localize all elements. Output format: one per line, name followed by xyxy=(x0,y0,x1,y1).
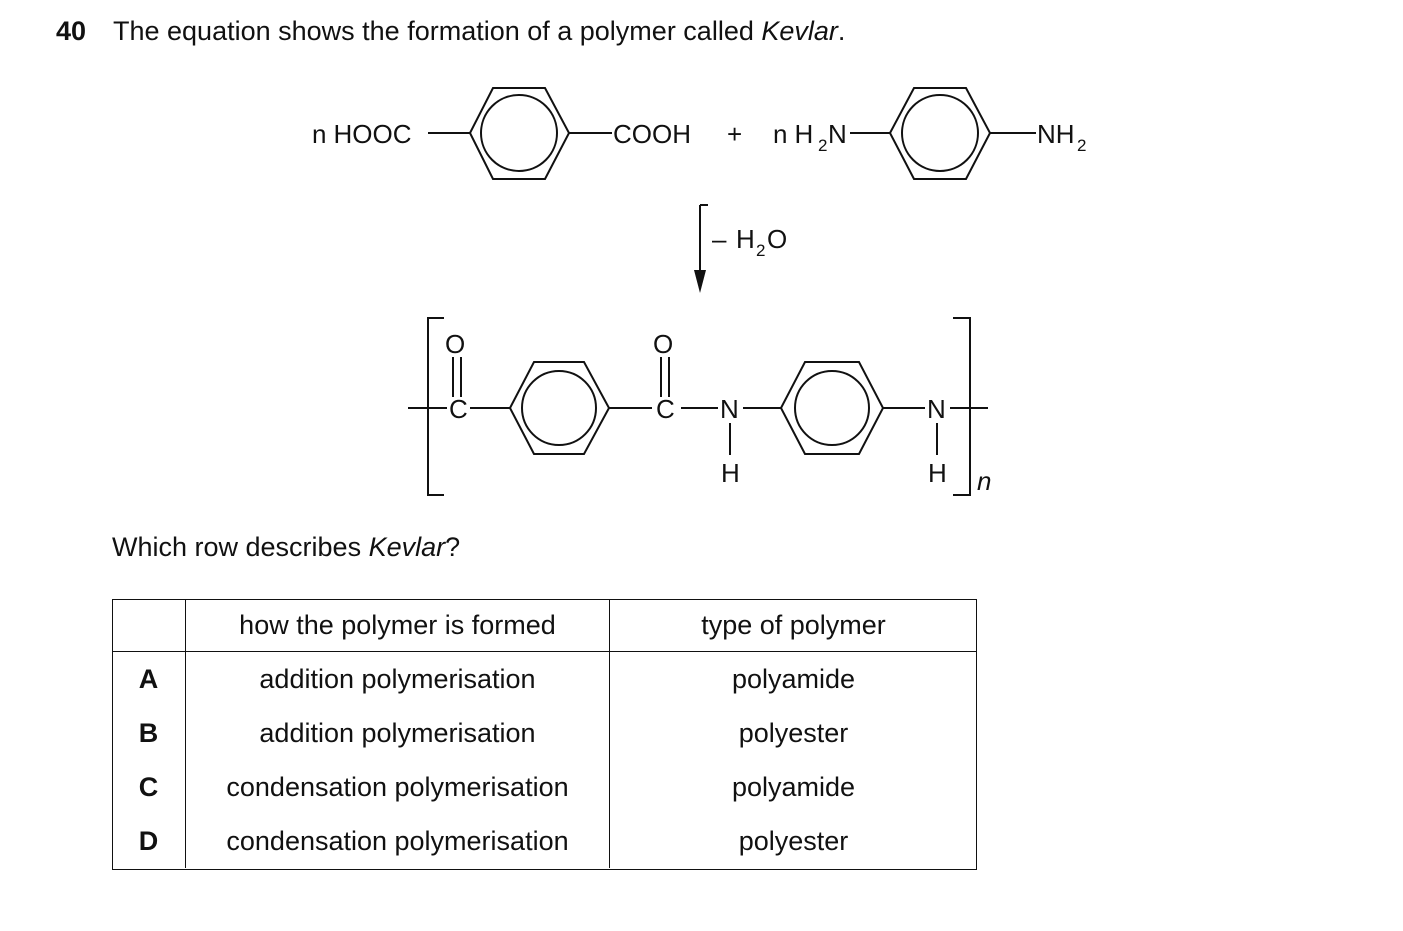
cell-how-formed: condensation polymerisation xyxy=(185,760,610,814)
cell-polymer-type: polyamide xyxy=(731,771,856,802)
cell-how-formed: condensation polymerisation xyxy=(185,814,610,868)
repeat-unit-n: n xyxy=(977,466,991,496)
label-water-o: O xyxy=(767,224,787,254)
reaction-arrow-head xyxy=(694,270,706,293)
benzene-ring-3 xyxy=(508,361,611,455)
question-prompt: Which row describes Kevlar? xyxy=(112,532,460,563)
answer-table: how the polymer is formed type of polyme… xyxy=(112,599,977,868)
aromatic-circle-2 xyxy=(901,94,979,172)
cell-polymer-type: polyester xyxy=(738,825,849,856)
cell-polymer-type: polyester xyxy=(738,717,849,748)
table-row: B addition polymerisation polyester xyxy=(112,706,977,760)
prompt-start: Which row describes xyxy=(112,532,369,562)
atom-n-2: N xyxy=(927,394,946,424)
atom-c-2: C xyxy=(656,394,675,424)
cell-polymer-type: polyamide xyxy=(731,663,856,694)
benzene-ring-4 xyxy=(779,361,885,455)
table-row: A addition polymerisation polyamide xyxy=(112,651,977,706)
option-letter-b: B xyxy=(112,706,186,760)
subscript-2-nh2: 2 xyxy=(1077,136,1086,155)
label-cooh: COOH xyxy=(613,119,691,149)
aromatic-circle-1 xyxy=(480,94,558,172)
benzene-ring-1 xyxy=(468,87,571,180)
question-text: The equation shows the formation of a po… xyxy=(113,16,845,47)
atom-h-1: H xyxy=(721,458,740,488)
polymer-name: Kevlar xyxy=(761,16,838,46)
option-letter-a: A xyxy=(112,651,186,706)
atom-o-1: O xyxy=(445,329,465,359)
label-hooc: HOOC xyxy=(333,119,411,149)
option-letter-c: C xyxy=(112,760,186,814)
label-nh: NH xyxy=(1037,119,1075,149)
prompt-polymer-name: Kevlar xyxy=(368,532,446,562)
minus-sign: – xyxy=(712,224,727,254)
header-how-formed: how the polymer is formed xyxy=(185,599,610,652)
label-h: H xyxy=(794,119,813,149)
aromatic-circle-4 xyxy=(794,370,870,446)
atom-o-2: O xyxy=(653,329,673,359)
option-letter-d: D xyxy=(112,814,186,868)
label-n-amine: N xyxy=(828,119,847,149)
cell-how-formed: addition polymerisation xyxy=(185,706,610,760)
plus-sign: + xyxy=(727,119,742,149)
table-row: C condensation polymerisation polyamide xyxy=(112,760,977,814)
question-text-end: . xyxy=(837,16,846,46)
header-letter xyxy=(112,599,186,652)
prompt-end: ? xyxy=(445,532,461,562)
subscript-2-water: 2 xyxy=(756,241,765,260)
subscript-2-h2n: 2 xyxy=(818,136,827,155)
bracket-left xyxy=(427,317,444,496)
question-number: 40 xyxy=(56,16,87,46)
table-header-row: how the polymer is formed type of polyme… xyxy=(112,599,977,652)
coefficient-n-2: n xyxy=(773,119,787,149)
question-text-start: The equation shows the formation of a po… xyxy=(113,16,762,46)
aromatic-circle-3 xyxy=(521,370,597,446)
atom-c-1: C xyxy=(449,394,468,424)
header-type: type of polymer xyxy=(609,599,977,652)
bracket-right xyxy=(953,317,971,496)
atom-n-1: N xyxy=(720,394,739,424)
table-row: D condensation polymerisation polyester xyxy=(112,814,977,868)
benzene-ring-2 xyxy=(888,87,992,180)
cell-how-formed: addition polymerisation xyxy=(185,651,610,706)
atom-h-2: H xyxy=(928,458,947,488)
label-water-h: H xyxy=(736,224,755,254)
coefficient-n-1: n xyxy=(312,119,326,149)
svg-text:nH: nH xyxy=(773,119,813,149)
